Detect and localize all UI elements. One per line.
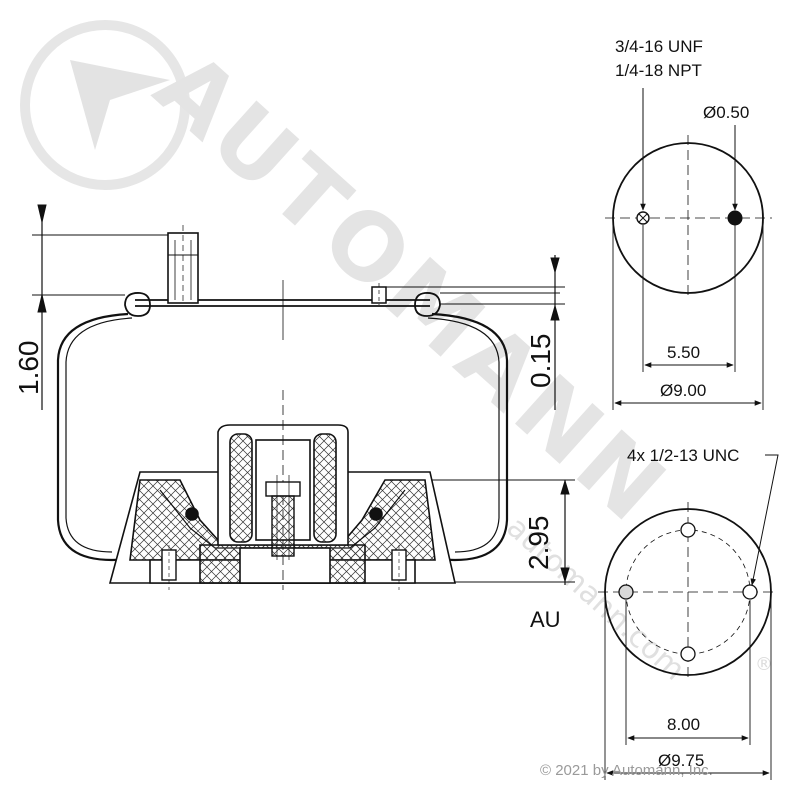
bolt-spec-label: 4x 1/2-13 UNC	[627, 446, 739, 465]
bolt-hole-right	[742, 584, 758, 600]
watermark-logo-arrow-icon	[70, 60, 170, 150]
bolt-hole-top	[680, 522, 696, 538]
thread-spec-line2: 1/4-18 NPT	[615, 61, 702, 80]
top-plate-diameter-label: Ø9.00	[660, 381, 706, 400]
dimension-label-0-15: 0.15	[525, 334, 556, 389]
copyright-notice: © 2021 by Automann, Inc.	[540, 762, 713, 779]
bottom-plate-diameter-label: Ø9.75	[658, 751, 704, 770]
dimension-label-2-95: 2.95	[523, 516, 554, 571]
air-fitting-stud	[167, 225, 199, 305]
mounting-stud-small	[371, 283, 387, 305]
mounting-hole-dot	[727, 210, 743, 226]
hole-spacing-label: 5.50	[667, 343, 700, 362]
hole-diameter-label: Ø0.50	[703, 103, 749, 122]
thread-spec-line1: 3/4-16 UNF	[615, 37, 703, 56]
model-code-label: AU	[530, 607, 561, 632]
watermark-logo-circle	[20, 20, 190, 190]
dimension-label-1-60: 1.60	[13, 341, 44, 396]
top-plate-view	[605, 88, 772, 410]
bolt-hole-left	[618, 584, 634, 600]
bottom-plate-view	[598, 454, 779, 780]
dimension-right-piston-height	[430, 479, 575, 585]
air-inlet-port-icon	[636, 211, 650, 225]
rubber-bellow-inner	[65, 317, 500, 553]
center-bolt	[265, 475, 301, 560]
dimension-right-plate-thickness	[380, 255, 565, 410]
bottom-mounting-studs	[161, 545, 407, 590]
bolt-hole-bottom	[680, 646, 696, 662]
dimension-top-height	[32, 204, 180, 410]
bolt-spacing-label: 8.00	[667, 715, 700, 734]
watermark-registered-mark: ®	[755, 654, 773, 675]
air-spring-side-view: 1.60 0.15 2.95	[13, 204, 575, 590]
